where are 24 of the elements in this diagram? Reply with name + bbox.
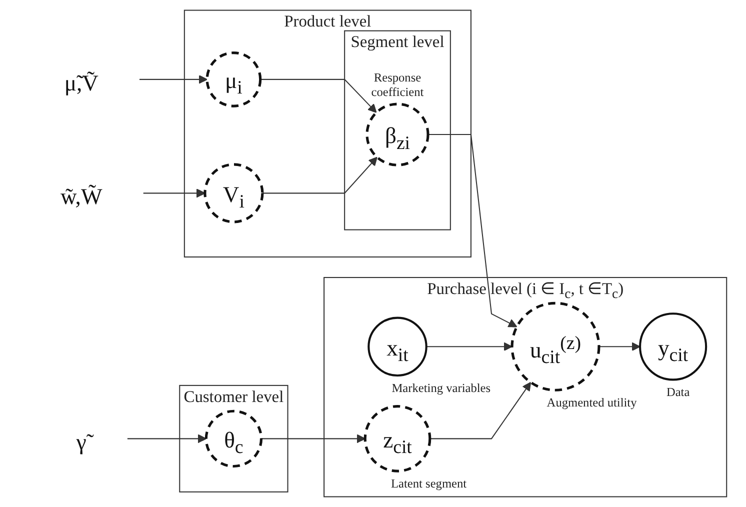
- node-circle: V$_{i}$: [204, 163, 264, 224]
- node-caption: Augmented utility: [546, 396, 637, 410]
- arrow: [127, 434, 207, 444]
- node-caption: Response coefficient: [371, 70, 424, 99]
- node-caption: Data: [666, 385, 690, 400]
- node-circle: y$_{cit}$: [639, 312, 708, 381]
- node-text: w̃,W̃: [60, 184, 102, 210]
- arrow: [430, 382, 532, 440]
- node-circle: x$_{it}$: [368, 316, 428, 377]
- arrow: [261, 434, 366, 444]
- node-circle: β$_{zi}$: [366, 102, 430, 166]
- node-caption: Marketing variables: [392, 380, 491, 395]
- node-text: μ̃,Ṽ: [64, 70, 98, 96]
- arrow: [598, 342, 640, 352]
- arrow: [262, 156, 378, 194]
- node-caption: Latent segment: [391, 476, 467, 490]
- arrow: [428, 134, 518, 328]
- arrow: [139, 74, 208, 84]
- node-circle: μ$_{i}$: [206, 52, 262, 108]
- arrow: [260, 78, 377, 113]
- node-circle: θ$_{c}$: [204, 410, 263, 468]
- arrow: [426, 342, 512, 352]
- node-circle: z$_{cit}$: [364, 405, 432, 472]
- arrow: [143, 188, 206, 198]
